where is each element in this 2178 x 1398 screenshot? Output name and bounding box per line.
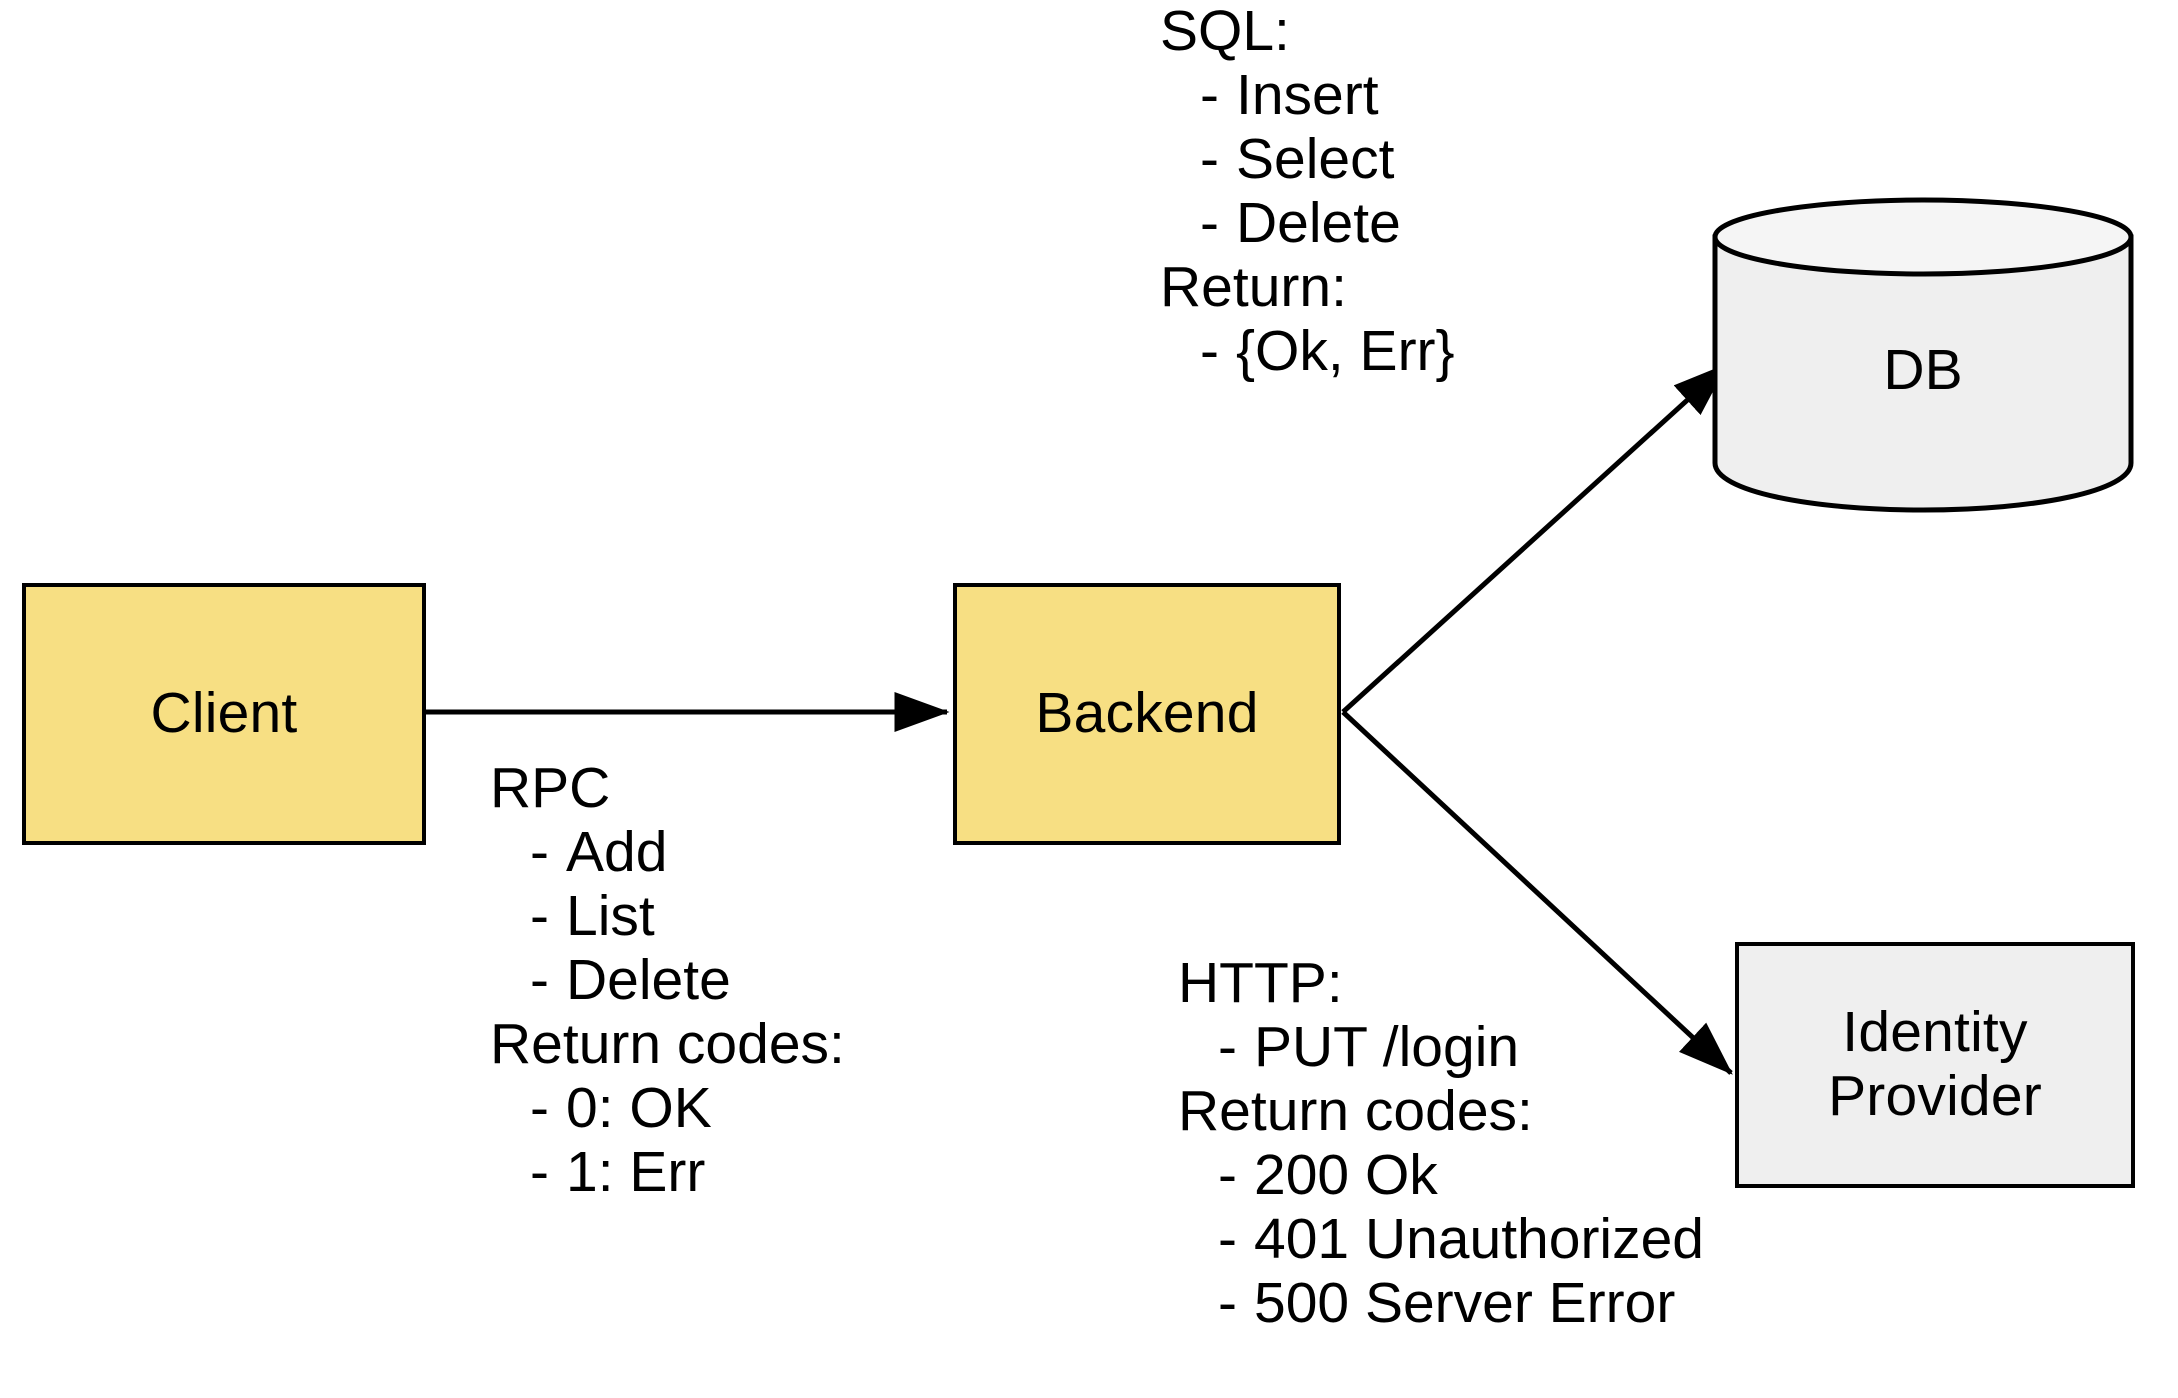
- http-return-heading: Return codes:: [1178, 1079, 1533, 1143]
- rpc-item: -List: [490, 888, 845, 945]
- http-return-item-label: 200 Ok: [1254, 1143, 1438, 1207]
- rpc-return-heading: Return codes:: [490, 1012, 845, 1076]
- bullet-dash-icon: -: [1218, 1207, 1237, 1271]
- sql-return-item-label: {Ok, Err}: [1236, 319, 1455, 383]
- node-backend-label: Backend: [1035, 681, 1259, 746]
- cylinder-icon: [1712, 197, 2134, 513]
- http-item: -PUT /login: [1178, 1019, 1704, 1076]
- rpc-return-item-label: 1: Err: [566, 1140, 706, 1204]
- sql-item-label: Delete: [1236, 191, 1401, 255]
- bullet-dash-icon: -: [1218, 1015, 1237, 1079]
- sql-item: -Insert: [1160, 67, 1455, 124]
- idp-label-line-2: Provider: [1828, 1064, 2042, 1128]
- annotation-sql: SQL: -Insert -Select -Delete Return: -{O…: [1160, 3, 1455, 387]
- node-db[interactable]: DB: [1710, 195, 2136, 515]
- rpc-item: -Add: [490, 824, 845, 881]
- bullet-dash-icon: -: [530, 1140, 549, 1204]
- bullet-dash-icon: -: [1200, 319, 1219, 383]
- node-identity-provider-label: Identity Provider: [1828, 1000, 2042, 1129]
- http-heading: HTTP:: [1178, 951, 1343, 1015]
- sql-item: -Select: [1160, 131, 1455, 188]
- bullet-dash-icon: -: [1218, 1143, 1237, 1207]
- rpc-item-label: Add: [566, 820, 668, 884]
- bullet-dash-icon: -: [530, 1076, 549, 1140]
- rpc-return-item: -1: Err: [490, 1144, 845, 1201]
- node-identity-provider[interactable]: Identity Provider: [1735, 942, 2135, 1188]
- http-item-label: PUT /login: [1254, 1015, 1520, 1079]
- sql-item-label: Select: [1236, 127, 1395, 191]
- rpc-item-label: Delete: [566, 948, 731, 1012]
- http-return-item: -401 Unauthorized: [1178, 1211, 1704, 1268]
- edge-backend-to-db: [1341, 363, 1728, 714]
- idp-label-line-1: Identity: [1842, 1000, 2028, 1065]
- rpc-return-item-label: 0: OK: [566, 1076, 712, 1140]
- bullet-dash-icon: -: [530, 948, 549, 1012]
- node-backend[interactable]: Backend: [953, 583, 1341, 845]
- http-return-item: -200 Ok: [1178, 1147, 1704, 1204]
- sql-item: -Delete: [1160, 195, 1455, 252]
- node-db-label: DB: [1883, 338, 1963, 402]
- annotation-http: HTTP: -PUT /login Return codes: -200 Ok …: [1178, 955, 1704, 1339]
- rpc-item-label: List: [566, 884, 655, 948]
- bullet-dash-icon: -: [1218, 1271, 1237, 1335]
- sql-return-item: -{Ok, Err}: [1160, 323, 1455, 380]
- bullet-dash-icon: -: [530, 820, 549, 884]
- rpc-item: -Delete: [490, 952, 845, 1009]
- node-client-label: Client: [150, 681, 298, 746]
- bullet-dash-icon: -: [530, 884, 549, 948]
- sql-return-heading: Return:: [1160, 255, 1347, 319]
- rpc-return-item: -0: OK: [490, 1080, 845, 1137]
- bullet-dash-icon: -: [1200, 127, 1219, 191]
- bullet-dash-icon: -: [1200, 191, 1219, 255]
- http-return-item-label: 500 Server Error: [1254, 1271, 1676, 1335]
- http-return-item: -500 Server Error: [1178, 1275, 1704, 1332]
- rpc-heading: RPC: [490, 756, 611, 820]
- sql-item-label: Insert: [1236, 63, 1379, 127]
- sql-heading: SQL:: [1160, 0, 1290, 63]
- bullet-dash-icon: -: [1200, 63, 1219, 127]
- http-return-item-label: 401 Unauthorized: [1254, 1207, 1704, 1271]
- node-client[interactable]: Client: [22, 583, 426, 845]
- annotation-rpc: RPC -Add -List -Delete Return codes: -0:…: [490, 760, 845, 1208]
